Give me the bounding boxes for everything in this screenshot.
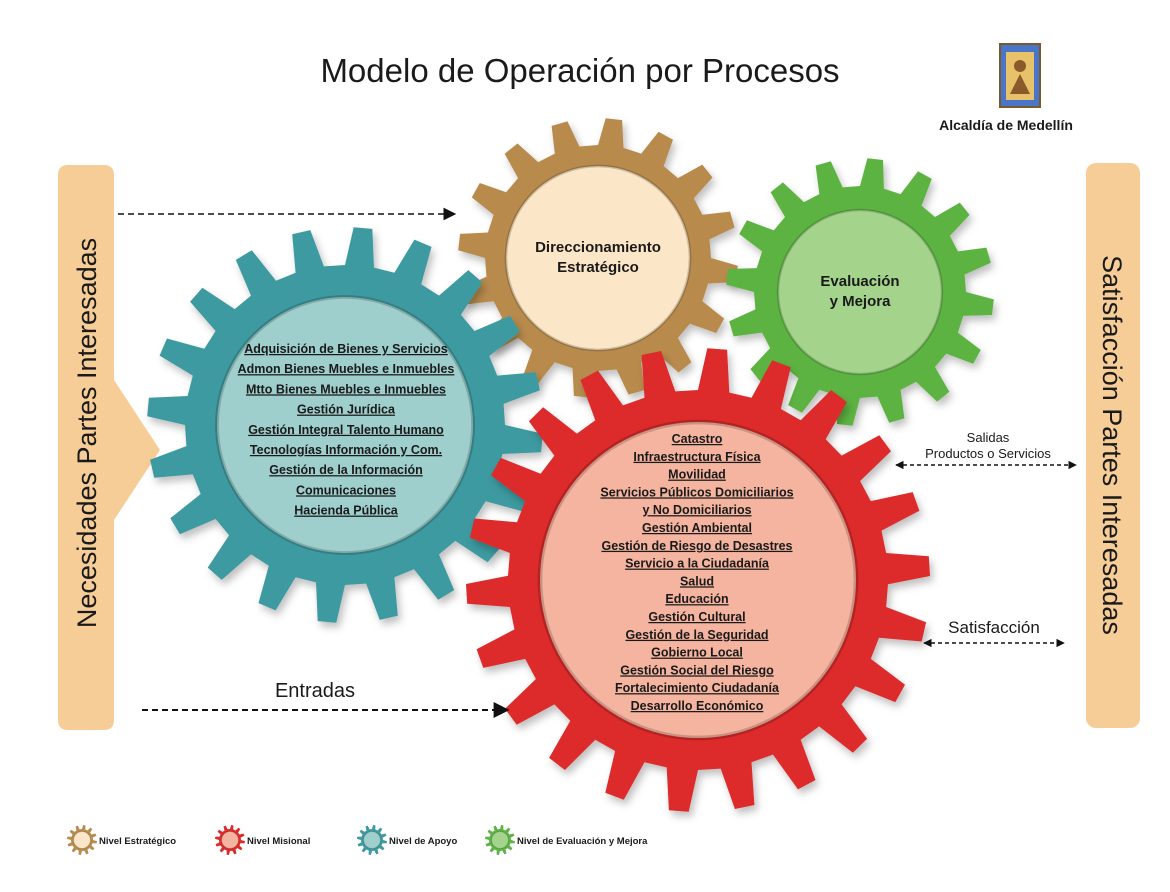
support-process-item: Adquisición de Bienes y Servicios <box>244 342 448 356</box>
support-process-item: Mtto Bienes Muebles e Inmuebles <box>246 382 446 396</box>
support-process-item: Admon Bienes Muebles e Inmuebles <box>238 362 455 376</box>
legend-gear-icon-center <box>363 831 381 849</box>
missional-process-item: Movilidad <box>668 468 726 482</box>
legend-gear-icon <box>485 825 515 855</box>
support-process-item: Hacienda Pública <box>294 504 399 518</box>
strategic-gear <box>458 118 738 398</box>
logo-caption: Alcaldía de Medellín <box>939 117 1073 133</box>
legend-label: Nivel Misional <box>247 836 310 847</box>
outputs-label-line2: Productos o Servicios <box>925 446 1051 461</box>
missional-process-item: Servicios Públicos Domiciliarios <box>600 485 793 499</box>
satisfaction-label: Satisfacción <box>948 618 1040 637</box>
gear-layer <box>147 118 994 812</box>
legend-gear-icon-center <box>221 831 239 849</box>
left-stakeholder-panel: Necesidades Partes Interesadas <box>58 165 160 730</box>
legend-gear-icon-center <box>73 831 91 849</box>
legend-label: Nivel de Apoyo <box>389 836 457 847</box>
missional-process-item: Educación <box>665 592 728 606</box>
missional-process-item: Salud <box>680 574 714 588</box>
missional-process-item: Gobierno Local <box>651 646 743 660</box>
strategic-gear-title-line1: Direccionamiento <box>535 239 661 256</box>
legend-gear-icon <box>67 825 97 855</box>
legend-gear-icon <box>357 825 387 855</box>
strategic-gear-title-line2: Estratégico <box>557 259 639 276</box>
right-panel-label: Satisfacción Partes Interesadas <box>1097 255 1127 635</box>
support-gear-center <box>215 295 475 555</box>
missional-process-item: Gestión Cultural <box>648 610 745 624</box>
support-process-item: Gestión de la Información <box>269 463 423 477</box>
missional-process-item: Gestión Ambiental <box>642 521 752 535</box>
evaluation-gear <box>726 158 994 426</box>
missional-process-item: y No Domiciliarios <box>642 503 751 517</box>
right-panel-shape <box>1086 163 1140 728</box>
missional-process-item: Desarrollo Económico <box>631 699 764 713</box>
evaluation-gear-title-line1: Evaluación <box>820 273 899 290</box>
missional-process-item: Catastro <box>672 432 723 446</box>
missional-process-item: Gestión Social del Riesgo <box>620 663 774 677</box>
missional-process-item: Infraestructura Física <box>633 450 761 464</box>
inputs-label: Entradas <box>275 680 355 702</box>
legend-gear-icon <box>215 825 245 855</box>
outputs-label-line1: Salidas <box>967 430 1010 445</box>
legend: Nivel Estratégico Nivel Misional Nivel de … <box>67 825 648 855</box>
support-process-item: Comunicaciones <box>296 483 396 497</box>
support-process-item: Tecnologías Información y Com. <box>250 443 442 457</box>
legend-label: Nivel de Evaluación y Mejora <box>517 836 648 847</box>
missional-process-item: Fortalecimiento Ciudadanía <box>615 681 780 695</box>
missional-process-item: Gestión de la Seguridad <box>625 628 768 642</box>
coat-of-arms-icon <box>999 43 1041 108</box>
missional-gear-center <box>537 419 859 741</box>
left-panel-shape <box>58 165 160 730</box>
support-process-item: Gestión Jurídica <box>297 403 396 417</box>
legend-label: Nivel Estratégico <box>99 836 176 847</box>
left-panel-label: Necesidades Partes Interesadas <box>72 238 102 628</box>
evaluation-gear-center <box>776 208 944 376</box>
strategic-gear-center <box>504 164 692 352</box>
evaluation-gear-title-line2: y Mejora <box>830 293 892 310</box>
missional-process-item: Gestión de Riesgo de Desastres <box>601 539 792 553</box>
support-gear <box>147 227 543 623</box>
legend-gear-icon-center <box>491 831 509 849</box>
right-stakeholder-panel: Satisfacción Partes Interesadas <box>1086 163 1140 728</box>
missional-gear <box>466 348 930 812</box>
support-process-item: Gestión Integral Talento Humano <box>248 423 444 437</box>
page-title: Modelo de Operación por Procesos <box>320 52 839 89</box>
missional-process-item: Servicio a la Ciudadanía <box>625 557 770 571</box>
